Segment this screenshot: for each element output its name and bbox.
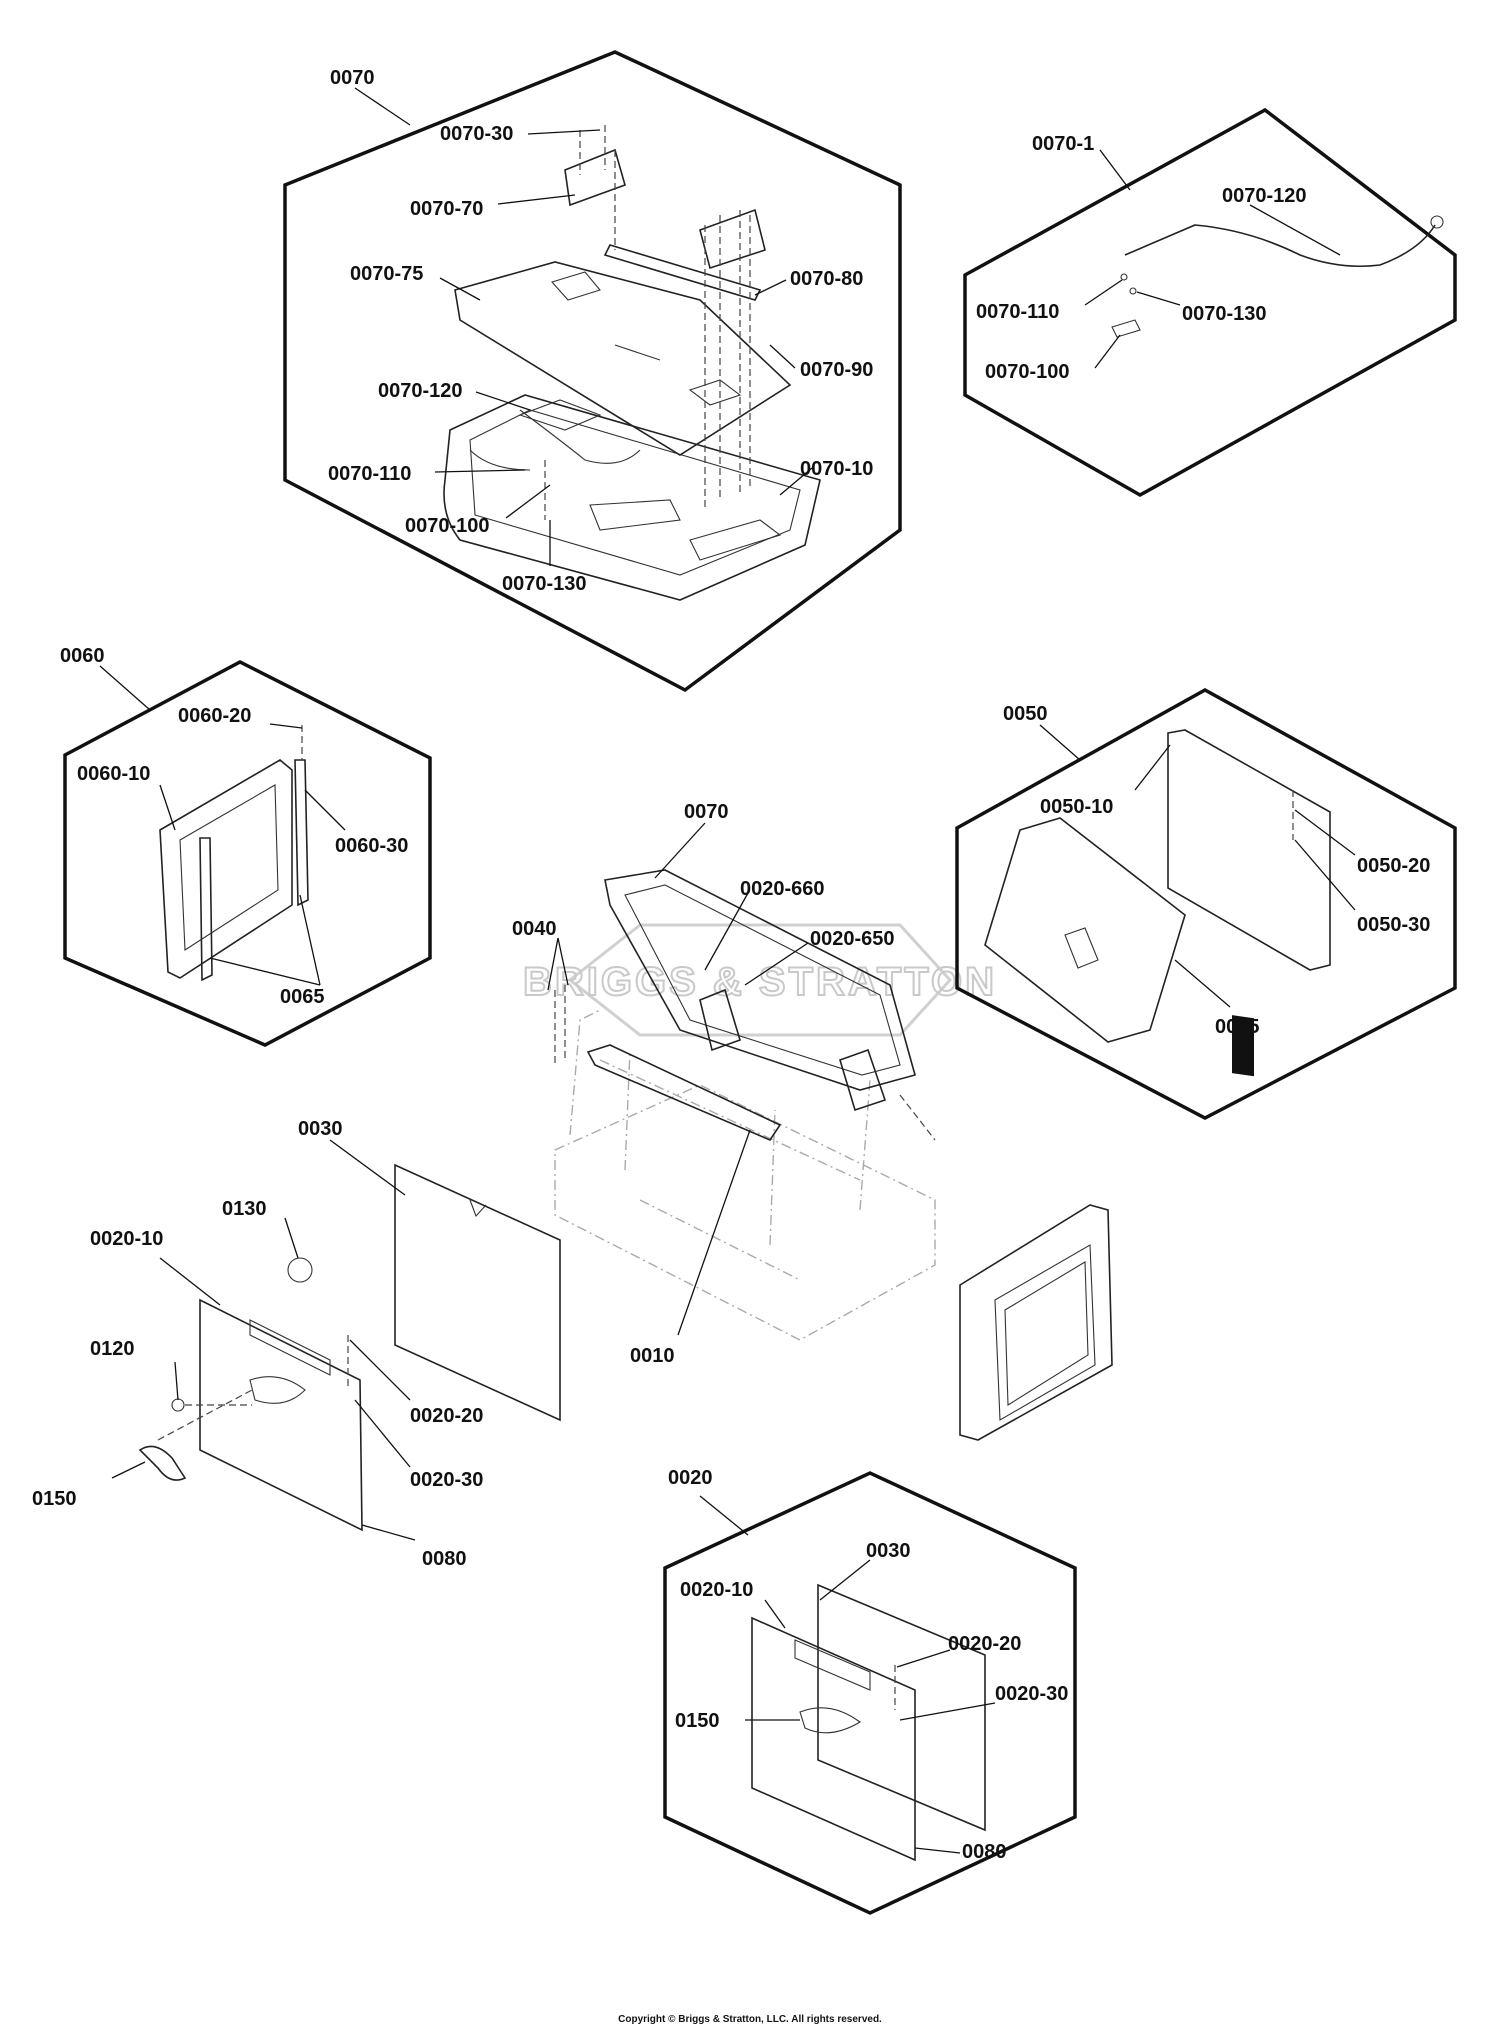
leaders-door-detail xyxy=(111,1139,416,1541)
wire-connector-icon xyxy=(1430,215,1444,229)
label-0070-75: 0070-75 xyxy=(350,263,423,285)
label-detail-0130: 0130 xyxy=(222,1198,267,1220)
group-0020: 0020 0030 0020-10 0020-20 0020-30 0150 0… xyxy=(663,1467,1077,1915)
label-0065: 0065 xyxy=(280,986,325,1008)
label-0070-1-120: 0070-120 xyxy=(1222,185,1307,207)
label-0060-group: 0060 xyxy=(60,645,105,667)
label-0070-1-110: 0070-110 xyxy=(976,301,1059,323)
copyright-notice: Copyright © Briggs & Stratton, LLC. All … xyxy=(618,2014,882,2025)
part-0070-lid xyxy=(604,869,916,1091)
label-0020-group: 0020 xyxy=(668,1467,713,1489)
group-0060-hexagon xyxy=(63,660,432,1047)
part-0060-30-trim xyxy=(294,759,309,907)
leaders-0060 xyxy=(99,665,346,986)
label-0070-90: 0070-90 xyxy=(800,359,873,381)
label-detail-0080: 0080 xyxy=(422,1548,467,1570)
part-0150-handle-group xyxy=(799,1707,861,1734)
part-0060-side-panel-placed xyxy=(959,1204,1113,1441)
part-0070-70-hinge xyxy=(564,148,766,301)
label-main-0070: 0070 xyxy=(684,801,729,823)
label-0070-80: 0070-80 xyxy=(790,268,863,290)
watermark: BRIGGS & STRATTON xyxy=(522,923,997,1037)
label-0020-group-0150: 0150 xyxy=(675,1710,720,1732)
door-detail: 0030 0130 0020-10 0120 0020-20 0020-30 0… xyxy=(32,1118,561,1570)
label-0055: 0055 xyxy=(1215,1016,1260,1038)
label-detail-0150: 0150 xyxy=(32,1488,77,1510)
group-0050: 0050 0050-10 0050-20 0050-30 0055 xyxy=(955,687,1457,1120)
label-detail-0030: 0030 xyxy=(298,1118,343,1140)
part-0020-10-door xyxy=(199,1298,363,1532)
label-0070-120: 0070-120 xyxy=(378,380,463,402)
main-assembly: 0070 0020-660 0020-650 0040 0010 xyxy=(512,801,1113,1441)
part-0070-120-wire xyxy=(1124,224,1436,268)
label-detail-0120: 0120 xyxy=(90,1338,135,1360)
label-detail-0020-10: 0020-10 xyxy=(90,1228,163,1250)
part-0070-120-harness xyxy=(519,409,641,464)
fastener-0070-110 xyxy=(1120,273,1128,281)
label-0050-20: 0050-20 xyxy=(1357,855,1430,877)
label-0020-group-0020-20: 0020-20 xyxy=(948,1633,1021,1655)
label-0020-660: 0020-660 xyxy=(740,878,825,900)
label-0070-70: 0070-70 xyxy=(410,198,483,220)
part-0070-100-clip xyxy=(1111,319,1141,338)
group-0070: 0070 0070-30 0070-70 0070-75 0070-80 007… xyxy=(283,50,902,693)
label-0010: 0010 xyxy=(630,1345,675,1367)
leaders-0070 xyxy=(354,87,813,566)
label-0020-group-0080: 0080 xyxy=(962,1841,1007,1863)
fastener-lines-0070 xyxy=(544,125,751,520)
frame-ghost xyxy=(554,1009,936,1341)
label-0070-130: 0070-130 xyxy=(502,573,587,595)
label-0020-group-0020-30: 0020-30 xyxy=(995,1683,1068,1705)
part-0020-10-door-group xyxy=(751,1616,916,1862)
label-0070-group: 0070 xyxy=(330,67,375,89)
part-0065-trim xyxy=(199,837,213,982)
group-0060: 0060 0060-20 0060-10 0060-30 0065 xyxy=(60,645,432,1047)
part-0010-hinge-bar xyxy=(586,988,887,1141)
label-0070-1-130: 0070-130 xyxy=(1182,303,1267,325)
leaders-main xyxy=(547,822,809,1336)
group-0070-1: 0070-1 0070-120 0070-110 0070-130 0070-1… xyxy=(963,107,1457,498)
label-0020-650: 0020-650 xyxy=(810,928,895,950)
part-0055-panel xyxy=(984,817,1186,1043)
group-0070-hexagon xyxy=(283,50,902,693)
label-0040: 0040 xyxy=(512,918,557,940)
part-0050-10-panel xyxy=(1167,729,1331,971)
label-detail-0020-20: 0020-20 xyxy=(410,1405,483,1427)
label-0020-group-0020-10: 0020-10 xyxy=(680,1579,753,1601)
label-0070-100: 0070-100 xyxy=(405,515,490,537)
part-0030-insulation-group xyxy=(817,1583,986,1832)
watermark-text: BRIGGS & STRATTON xyxy=(523,960,997,1004)
label-0070-110: 0070-110 xyxy=(328,463,411,485)
fastener-0070-130 xyxy=(1129,287,1137,295)
part-0130-knob xyxy=(287,1257,313,1283)
part-handle-recess xyxy=(249,1376,306,1404)
leaders-0050 xyxy=(1039,724,1356,1008)
part-0030-insulation xyxy=(394,1163,561,1422)
label-0050-group: 0050 xyxy=(1003,703,1048,725)
leaders-0070-1 xyxy=(1084,149,1341,369)
label-0020-group-0030: 0030 xyxy=(866,1540,911,1562)
label-0070-10: 0070-10 xyxy=(800,458,873,480)
part-0070-75-plate xyxy=(454,261,792,456)
label-0060-30: 0060-30 xyxy=(335,835,408,857)
label-0050-30: 0050-30 xyxy=(1357,914,1430,936)
label-detail-0020-30: 0020-30 xyxy=(410,1469,483,1491)
part-0060-10-side-panel xyxy=(159,759,293,979)
label-0070-1-100: 0070-100 xyxy=(985,361,1070,383)
label-0070-30: 0070-30 xyxy=(440,123,513,145)
label-0070-1-group: 0070-1 xyxy=(1032,133,1094,155)
group-0070-1-hexagon xyxy=(963,107,1457,498)
leaders-0020 xyxy=(699,1495,996,1854)
label-0060-10: 0060-10 xyxy=(77,763,150,785)
part-0050-label-block xyxy=(1232,1015,1254,1077)
label-0050-10: 0050-10 xyxy=(1040,796,1113,818)
group-0020-hexagon xyxy=(663,1471,1077,1915)
part-0120-screw xyxy=(171,1398,185,1412)
label-0060-20: 0060-20 xyxy=(178,705,251,727)
group-0050-hexagon xyxy=(955,687,1457,1120)
part-0150-handle xyxy=(138,1445,187,1481)
